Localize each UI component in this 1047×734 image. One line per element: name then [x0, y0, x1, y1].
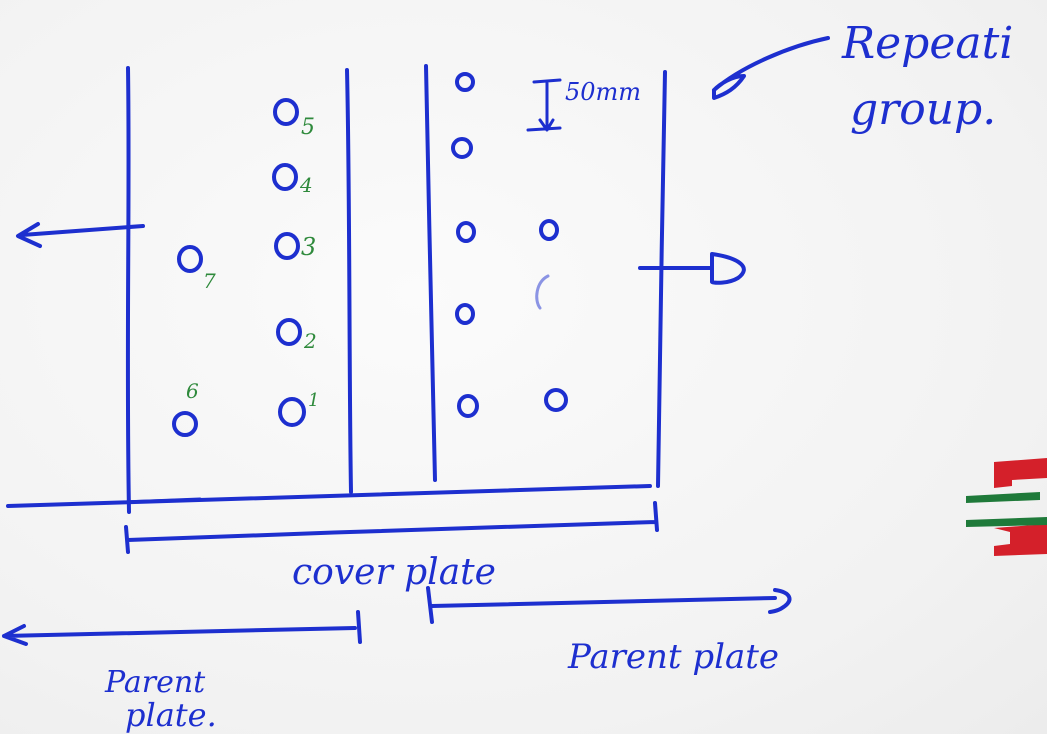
bolt-hole-r4 [455, 303, 475, 325]
left-force-arrow [16, 222, 145, 248]
bolt-hole-r1 [455, 72, 475, 92]
dimension-marker [526, 78, 562, 132]
bolt-number-5: 5 [301, 115, 315, 140]
bolt-number-3: 3 [301, 233, 316, 261]
right-plate-edge [656, 70, 667, 488]
bolt-hole-5 [273, 98, 299, 126]
bolt-number-1: 1 [308, 390, 319, 411]
repeating-group-label-line1: Repeati [841, 18, 1013, 69]
bottom-edge-line [6, 484, 652, 508]
bolt-hole-r6 [539, 219, 559, 241]
parent-plate-left-label-line1: Parent [104, 665, 206, 700]
bolt-hole-3 [274, 232, 300, 260]
bolt-hole-4 [272, 163, 298, 191]
repeating-group-label-line2: group. [850, 84, 996, 135]
bolt-hole-6 [172, 411, 198, 437]
bolt-hole-2 [276, 318, 302, 346]
cover-plate-bracket [124, 501, 659, 554]
bolt-number-7: 7 [203, 269, 216, 293]
bottom-edge-stroke [123, 497, 202, 504]
parent-plate-left-arrow [2, 610, 362, 646]
left-plate-end [345, 68, 353, 494]
bolt-hole-r7 [544, 388, 568, 412]
bolt-number-2: 2 [303, 329, 317, 353]
parent-plate-left-label-line2: plate. [125, 696, 217, 734]
hole-partial-arc [535, 274, 550, 310]
bolt-hole-r5 [457, 394, 479, 418]
bolt-hole-r3 [456, 221, 476, 243]
parent-plate-right-label: Parent plate [567, 637, 779, 677]
right-plate-end [424, 64, 437, 482]
marker-icon [966, 458, 1047, 556]
left-plate-edge [125, 66, 131, 514]
right-force-arrow [638, 252, 746, 285]
bolt-hole-7 [177, 245, 203, 273]
dimension-label: 50mm [565, 78, 641, 106]
bolt-number-4: 4 [299, 173, 313, 197]
bolt-number-6: 6 [186, 379, 199, 403]
parent-plate-right-arrow [426, 586, 792, 624]
cover-plate-label: cover plate [292, 552, 496, 593]
bolt-hole-1 [278, 397, 306, 427]
repeating-group-arrow [712, 36, 830, 100]
bolt-hole-r2 [451, 137, 473, 159]
